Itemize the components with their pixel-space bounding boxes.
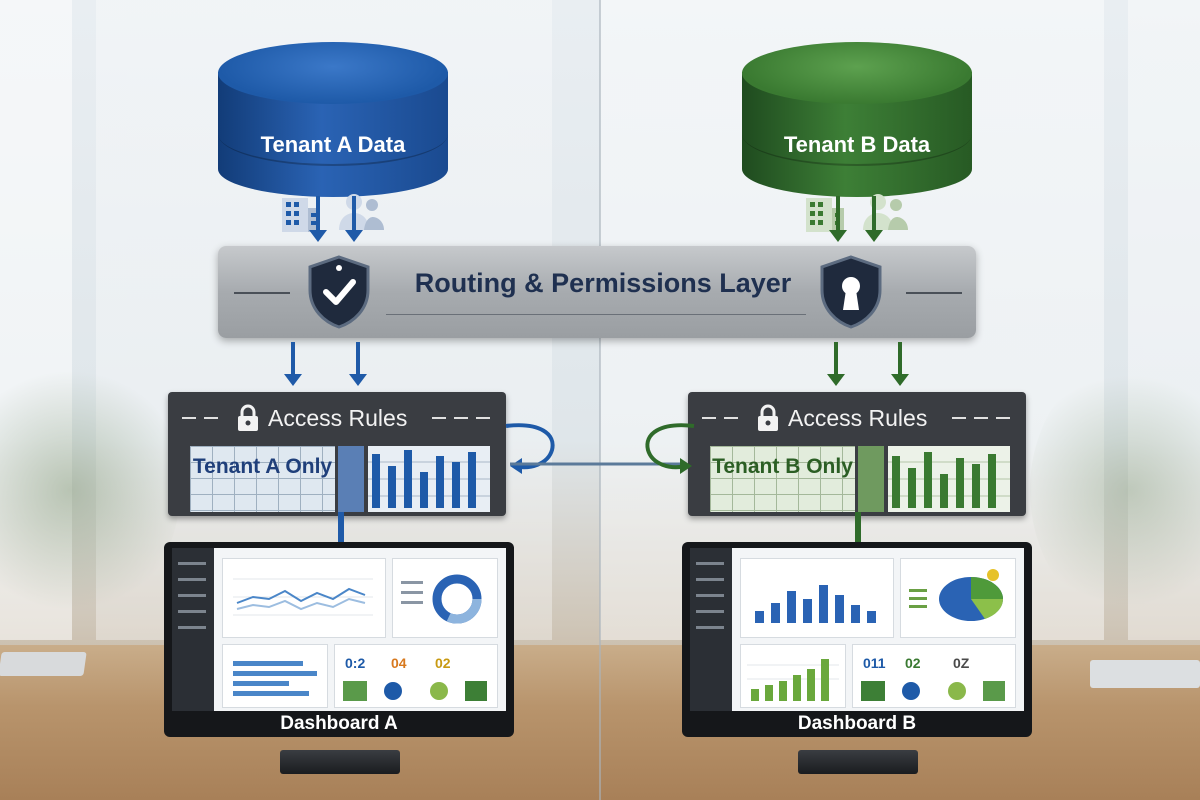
users-icon	[336, 192, 386, 232]
lock-icon	[756, 404, 780, 432]
monitor-stand	[798, 750, 918, 774]
flow-arrow	[872, 196, 876, 232]
access-rules-title: Access Rules	[788, 405, 927, 432]
dashboard-b-label: Dashboard B	[682, 713, 1032, 735]
shield-check-icon	[306, 254, 372, 330]
isolation-loop-arrows	[500, 418, 700, 488]
rules-bars	[888, 446, 1010, 512]
growth-bars	[741, 645, 843, 705]
users-icon	[860, 192, 910, 232]
dashboard-b-screen: 011 02 0Z	[690, 548, 1024, 711]
kpi-value: 02	[435, 655, 451, 671]
bar-chart-card	[740, 644, 846, 708]
flow-arrow	[352, 196, 356, 232]
tenant-a-access-rules: Access Rules Tenant A Only	[168, 392, 506, 516]
pie-chart	[901, 559, 1013, 635]
kpi-value: 011	[863, 655, 886, 671]
desk-laptop	[0, 652, 87, 676]
tenant-b-access-rules: Access Rules Tenant B Only	[688, 392, 1026, 516]
dashboard-a-monitor: 0:2 04 02 Dashboard A	[164, 542, 514, 737]
dashboard-sidebar	[690, 548, 732, 711]
dashboard-a-label: Dashboard A	[164, 713, 514, 735]
bar-chart	[741, 559, 891, 635]
kpi-value: 04	[391, 655, 407, 671]
tenant-a-database: Tenant A Data	[218, 42, 448, 222]
dashboard-b-monitor: 011 02 0Z Dashboard B	[682, 542, 1032, 737]
flow-arrow	[291, 342, 295, 376]
tenant-b-database: Tenant B Data	[742, 42, 972, 222]
monitor-stand	[280, 750, 400, 774]
kpi-card: 011 02 0Z	[852, 644, 1016, 708]
donut-chart	[393, 559, 495, 635]
donut-chart-card	[392, 558, 498, 638]
kpi-value: 02	[905, 655, 921, 671]
center-divider	[599, 0, 601, 800]
dashboard-a-screen: 0:2 04 02	[172, 548, 506, 711]
lock-icon	[236, 404, 260, 432]
kpi-value: 0Z	[953, 655, 969, 671]
horizontal-bars	[223, 645, 325, 705]
line-chart	[223, 559, 383, 635]
tenant-b-db-title: Tenant B Data	[742, 132, 972, 158]
tenant-a-only-label: Tenant A Only	[190, 454, 335, 480]
flow-arrow	[836, 196, 840, 232]
flow-arrow	[898, 342, 902, 376]
rules-bars	[368, 446, 490, 512]
bar-chart-card	[740, 558, 894, 638]
pie-chart-card	[900, 558, 1016, 638]
bar-list-card	[222, 644, 328, 708]
tenant-b-only-label: Tenant B Only	[710, 454, 855, 480]
shield-keyhole-icon	[818, 254, 884, 330]
desk-laptop	[1090, 660, 1200, 688]
kpi-card: 0:2 04 02	[334, 644, 498, 708]
flow-arrow	[834, 342, 838, 376]
kpi-thumbnails	[853, 679, 1013, 705]
dashboard-sidebar	[172, 548, 214, 711]
routing-permissions-layer: Routing & Permissions Layer	[218, 246, 976, 338]
kpi-value: 0:2	[345, 655, 365, 671]
routing-title: Routing & Permissions Layer	[393, 268, 813, 299]
kpi-thumbnails	[335, 679, 495, 705]
access-rules-title: Access Rules	[268, 405, 407, 432]
tenant-a-db-title: Tenant A Data	[218, 132, 448, 158]
flow-arrow	[356, 342, 360, 376]
flow-arrow	[316, 196, 320, 232]
line-chart-card	[222, 558, 386, 638]
